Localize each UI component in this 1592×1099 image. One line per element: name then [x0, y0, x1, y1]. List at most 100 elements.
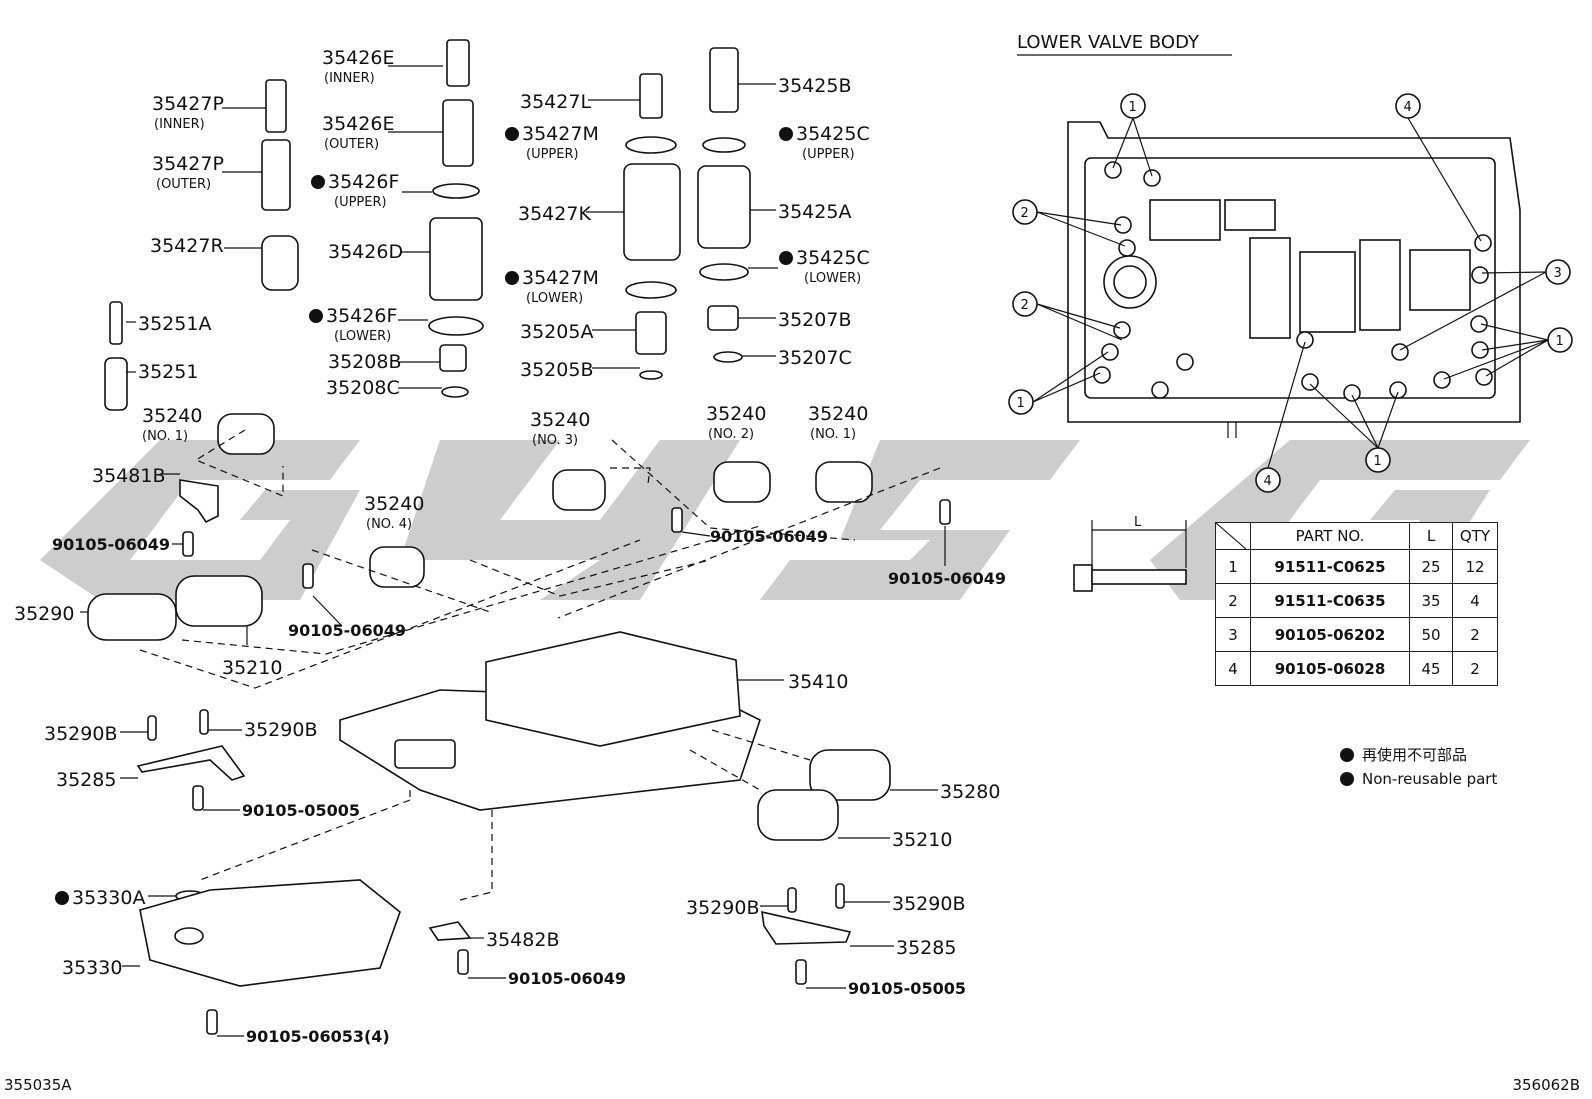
row-index: 1 [1215, 549, 1251, 584]
part-label: 35205B [520, 359, 593, 381]
callout-2: 2 [1021, 298, 1029, 313]
part-label: 35426E [322, 113, 394, 135]
row-index: 4 [1215, 651, 1251, 686]
bracket-and-bolt-parts [136, 479, 951, 1035]
part-label: 35205A [520, 321, 593, 343]
part-label: 35208B [328, 351, 401, 373]
figure-code-right: 356062B [1512, 1076, 1580, 1094]
callout-4: 4 [1404, 100, 1412, 115]
table-corner-cell [1215, 522, 1251, 550]
part-sublabel: (OUTER) [156, 177, 211, 192]
part-number: 91511-C0635 [1250, 583, 1410, 618]
non-reusable-marker [779, 127, 793, 141]
quantity: 2 [1452, 617, 1498, 652]
part-label: 35210 [222, 657, 282, 679]
part-label: 35290B [686, 897, 759, 919]
callout-1: 1 [1374, 454, 1382, 469]
part-label: 90105-06053(4) [246, 1027, 390, 1046]
quantity: 12 [1452, 549, 1498, 584]
bolt-dimension-drawing: L [1073, 515, 1187, 592]
part-number: 91511-C0625 [1250, 549, 1410, 584]
part-label: 35251 [138, 361, 198, 383]
part-label: 35210 [892, 829, 952, 851]
callout-1: 1 [1017, 396, 1025, 411]
spring-parts [109, 39, 739, 345]
legend-en-text: Non-reusable part [1362, 770, 1498, 788]
callout-circles: 1 4 2 2 1 3 1 1 4 [1008, 93, 1573, 493]
part-sublabel: (UPPER) [334, 195, 387, 210]
column-header: PART NO. [1250, 522, 1410, 550]
part-label: 35207B [778, 309, 851, 331]
table-row: 2 91511-C0635 35 4 [1215, 583, 1498, 618]
part-label: 35425C [796, 247, 870, 269]
part-number: 90105-06028 [1250, 651, 1410, 686]
part-label: 90105-05005 [242, 801, 360, 820]
part-label: 35427K [518, 203, 591, 225]
table-header-row: PART NO. L QTY [1215, 522, 1498, 550]
callout-1: 1 [1556, 334, 1564, 349]
label-leaders [80, 65, 946, 1037]
dimension-label: L [1134, 515, 1142, 530]
part-sublabel: (INNER) [154, 117, 205, 132]
callout-leaders [1032, 117, 1549, 469]
callout-1: 1 [1129, 100, 1137, 115]
part-label: 35251A [138, 313, 211, 335]
view-title: LOWER VALVE BODY [1017, 32, 1200, 53]
valve-body-assembly [339, 631, 761, 811]
non-reusable-marker [505, 127, 519, 141]
part-label: 35240 [808, 403, 868, 425]
row-index: 3 [1215, 617, 1251, 652]
part-label: 35290 [14, 603, 74, 625]
part-label: 35330 [62, 957, 122, 979]
oil-strainer [139, 879, 401, 987]
callout-2: 2 [1021, 206, 1029, 221]
part-label: 35426F [326, 305, 397, 327]
legend-en: Non-reusable part [1340, 770, 1497, 788]
part-label: 90105-06049 [52, 535, 170, 554]
part-label: 35425C [796, 123, 870, 145]
part-label: 35427R [150, 235, 224, 257]
table-row: 1 91511-C0625 25 12 [1215, 549, 1498, 584]
part-label: 35208C [326, 377, 400, 399]
part-label: 90105-06049 [508, 969, 626, 988]
column-header: L [1409, 522, 1453, 550]
part-label: 35427M [522, 267, 599, 289]
length: 35 [1409, 583, 1453, 618]
part-label: 35240 [530, 409, 590, 431]
part-label: 35427L [520, 91, 591, 113]
part-label: 35427M [522, 123, 599, 145]
non-reusable-marker [779, 251, 793, 265]
part-label: 35427P [152, 153, 224, 175]
part-label: 35285 [56, 769, 116, 791]
non-reusable-marker [311, 175, 325, 189]
part-sublabel: (NO. 1) [810, 427, 856, 442]
part-label: 35410 [788, 671, 848, 693]
row-index: 2 [1215, 583, 1251, 618]
part-label: 35290B [44, 723, 117, 745]
part-label: 90105-06049 [888, 569, 1006, 588]
part-label: 35285 [896, 937, 956, 959]
lower-valve-body-view [1067, 121, 1521, 438]
part-label: 35280 [940, 781, 1000, 803]
part-label: 35426F [328, 171, 399, 193]
part-label: 35290B [244, 719, 317, 741]
part-label: 90105-06049 [710, 527, 828, 546]
callout-3: 3 [1554, 266, 1562, 281]
bolt-spec-table: PART NO. L QTY 1 91511-C0625 25 12 2 915… [1215, 522, 1498, 686]
part-label: 35425B [778, 75, 851, 97]
table-row: 3 90105-06202 50 2 [1215, 617, 1498, 652]
part-sublabel: (NO. 3) [532, 433, 578, 448]
callout-4: 4 [1264, 474, 1272, 489]
non-reusable-marker [309, 309, 323, 323]
length: 50 [1409, 617, 1453, 652]
part-label: 35207C [778, 347, 852, 369]
part-sublabel: (NO. 1) [142, 429, 188, 444]
assembly-lines [139, 429, 941, 901]
part-label: 35240 [364, 493, 424, 515]
non-reusable-marker [505, 271, 519, 285]
length: 45 [1409, 651, 1453, 686]
part-label: 35425A [778, 201, 851, 223]
table-row: 4 90105-06028 45 2 [1215, 651, 1498, 686]
part-label: 35481B [92, 465, 165, 487]
part-labels: 35426E (INNER) 35426E (OUTER) 35427P (IN… [14, 47, 1006, 1046]
